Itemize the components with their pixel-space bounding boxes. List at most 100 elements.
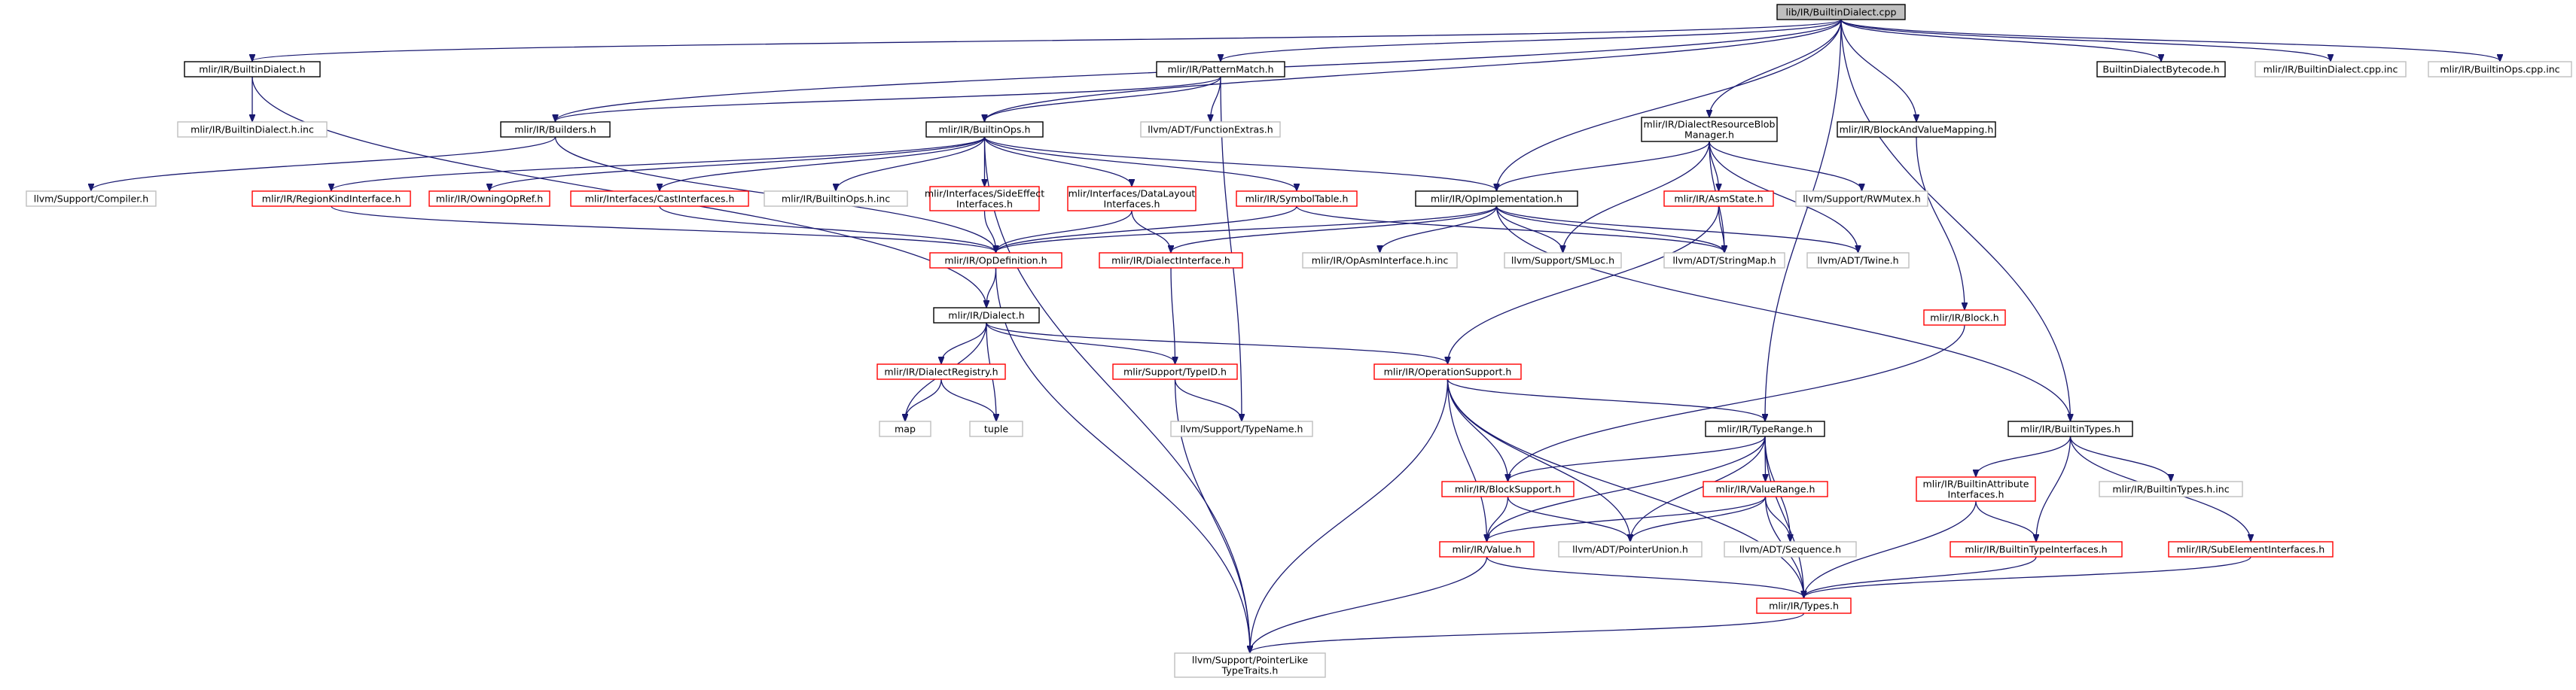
- node-owning_h[interactable]: mlir/IR/OwningOpRef.h: [428, 190, 550, 207]
- node-opsupport_h[interactable]: mlir/IR/OperationSupport.h: [1373, 363, 1522, 380]
- node-subelem_h[interactable]: mlir/IR/SubElementInterfaces.h: [2168, 541, 2334, 558]
- node-opdef_h[interactable]: mlir/IR/OpDefinition.h: [929, 252, 1062, 269]
- node-box-bops_cpp_inc: [2428, 61, 2572, 78]
- node-bops_cpp_inc: mlir/IR/BuiltinOps.cpp.inc: [2428, 61, 2572, 78]
- node-asmstate_h[interactable]: mlir/IR/AsmState.h: [1663, 190, 1774, 207]
- node-box-bd_h_inc: [177, 121, 328, 138]
- node-label-bd_h_inc: mlir/IR/BuiltinDialect.h.inc: [191, 124, 314, 135]
- node-label-opsupport_h: mlir/IR/OperationSupport.h: [1384, 366, 1512, 378]
- node-block_h[interactable]: mlir/IR/Block.h: [1923, 309, 2006, 326]
- edge-opsupport_h-to-ptrlike_h: [1250, 378, 1449, 652]
- node-label-battr_h-line0: mlir/IR/BuiltinAttribute: [1922, 479, 2029, 490]
- node-dreg_h[interactable]: mlir/IR/DialectRegistry.h: [876, 363, 1006, 380]
- edge-bops_h-to-cast_h: [660, 136, 986, 190]
- edge-symtab_h-to-opdef_h: [996, 205, 1297, 252]
- node-pm_h[interactable]: mlir/IR/PatternMatch.h: [1156, 61, 1285, 78]
- node-box-blocksupport_h: [1441, 481, 1575, 497]
- node-root[interactable]: lib/IR/BuiltinDialect.cpp: [1776, 4, 1906, 20]
- edge-root-to-bd_cpp_inc: [1840, 19, 2331, 61]
- node-label-asmstate_h: mlir/IR/AsmState.h: [1674, 193, 1763, 205]
- node-label-ptrlike_h-line0: llvm/Support/PointerLike: [1192, 655, 1309, 666]
- node-bops_h_inc: mlir/IR/BuiltinOps.h.inc: [764, 190, 908, 207]
- node-btiface_h[interactable]: mlir/IR/BuiltinTypeInterfaces.h: [1950, 541, 2123, 558]
- edge-typerange_h-to-ptrunion_h: [1630, 436, 1766, 541]
- edge-bops_h-to-symtab_h: [983, 136, 1297, 190]
- node-value_h[interactable]: mlir/IR/Value.h: [1439, 541, 1535, 558]
- node-label-compiler_h: llvm/Support/Compiler.h: [34, 193, 149, 205]
- node-box-block_h: [1923, 309, 2006, 326]
- node-label-ptrunion_h: llvm/ADT/PointerUnion.h: [1572, 544, 1688, 555]
- edge-dialect_h-to-opsupport_h: [986, 322, 1448, 363]
- node-dialiface_h[interactable]: mlir/IR/DialectInterface.h: [1099, 252, 1243, 269]
- node-label-root: lib/IR/BuiltinDialect.cpp: [1786, 7, 1897, 18]
- node-label-typeid_h: mlir/Support/TypeID.h: [1123, 366, 1227, 378]
- node-smloc_h: llvm/Support/SMLoc.h: [1504, 252, 1622, 269]
- node-strmap_h: llvm/ADT/StringMap.h: [1663, 252, 1785, 269]
- node-box-opasm_inc: [1302, 252, 1458, 269]
- node-typeid_h[interactable]: mlir/Support/TypeID.h: [1112, 363, 1238, 380]
- edge-battr_h-to-btiface_h: [1975, 500, 2036, 541]
- node-label-builders_h: mlir/IR/Builders.h: [514, 124, 596, 135]
- node-box-bops_h: [925, 121, 1044, 138]
- node-blocksupport_h[interactable]: mlir/IR/BlockSupport.h: [1441, 481, 1575, 497]
- node-rki_h[interactable]: mlir/IR/RegionKindInterface.h: [252, 190, 411, 207]
- node-btypes_h[interactable]: mlir/IR/BuiltinTypes.h: [2007, 421, 2133, 437]
- node-symtab_h[interactable]: mlir/IR/SymbolTable.h: [1236, 190, 1358, 207]
- edge-battr_h-to-types_h: [1804, 500, 1977, 597]
- node-compiler_h: llvm/Support/Compiler.h: [26, 190, 157, 207]
- edge-btiface_h-to-types_h: [1804, 556, 2037, 597]
- node-map: map: [879, 421, 931, 437]
- node-bdb_h[interactable]: BuiltinDialectBytecode.h: [2096, 61, 2226, 78]
- edge-drbm_h-to-opimpl_h: [1497, 141, 1710, 190]
- edge-typerange_h-to-value_h: [1487, 436, 1766, 541]
- node-box-types_h: [1756, 597, 1852, 614]
- node-box-dreg_h: [876, 363, 1006, 380]
- node-cast_h[interactable]: mlir/Interfaces/CastInterfaces.h: [570, 190, 749, 207]
- node-box-rwmutex_h: [1795, 190, 1928, 207]
- node-box-typeid_h: [1112, 363, 1238, 380]
- node-bops_h[interactable]: mlir/IR/BuiltinOps.h: [925, 121, 1044, 138]
- edge-bops_h-to-rki_h: [331, 136, 986, 190]
- edge-dialiface_h-to-typeid_h: [1170, 267, 1175, 363]
- edge-types_h-to-ptrlike_h: [1250, 612, 1805, 652]
- node-typerange_h[interactable]: mlir/IR/TypeRange.h: [1705, 421, 1825, 437]
- edge-bops_h-to-bops_h_inc: [836, 136, 986, 190]
- node-label-dl_h-line0: mlir/Interfaces/DataLayout: [1069, 188, 1196, 199]
- edge-opsupport_h-to-value_h: [1447, 378, 1487, 541]
- node-box-compiler_h: [26, 190, 157, 207]
- node-box-root: [1776, 4, 1906, 20]
- edge-root-to-opimpl_h: [1497, 19, 1842, 190]
- node-label-twine_h: llvm/ADT/Twine.h: [1817, 255, 1898, 266]
- edge-dialect_h-to-typeid_h: [986, 322, 1175, 363]
- node-bd_h[interactable]: mlir/IR/BuiltinDialect.h: [184, 61, 321, 78]
- node-box-symtab_h: [1236, 190, 1358, 207]
- node-opimpl_h[interactable]: mlir/IR/OpImplementation.h: [1415, 190, 1578, 207]
- node-label-dl_h-line1: Interfaces.h: [1104, 199, 1160, 210]
- node-box-rki_h: [252, 190, 411, 207]
- node-types_h[interactable]: mlir/IR/Types.h: [1756, 597, 1852, 614]
- edge-typeid_h-to-ptrlike_h: [1174, 378, 1251, 652]
- node-sequence_h: llvm/ADT/Sequence.h: [1724, 541, 1857, 558]
- node-box-func_extras: [1140, 121, 1281, 138]
- edge-root-to-pm_h: [1221, 19, 1842, 61]
- node-btypes_h_inc: mlir/IR/BuiltinTypes.h.inc: [2099, 481, 2243, 497]
- node-valuerange_h[interactable]: mlir/IR/ValueRange.h: [1703, 481, 1828, 497]
- edge-opsupport_h-to-typerange_h: [1447, 378, 1766, 421]
- node-builders_h[interactable]: mlir/IR/Builders.h: [500, 121, 611, 138]
- edge-bops_h-to-dl_h: [983, 136, 1133, 186]
- node-label-dreg_h: mlir/IR/DialectRegistry.h: [884, 366, 998, 378]
- node-typename_h: llvm/Support/TypeName.h: [1170, 421, 1313, 437]
- node-box-builders_h: [500, 121, 611, 138]
- node-dialect_h[interactable]: mlir/IR/Dialect.h: [933, 307, 1040, 324]
- node-bavm_h[interactable]: mlir/IR/BlockAndValueMapping.h: [1837, 121, 1996, 138]
- edge-typerange_h-to-blocksupport_h: [1508, 436, 1766, 481]
- node-box-ptrlike_h: [1174, 652, 1326, 678]
- edge-bops_h-to-owning_h: [489, 136, 986, 190]
- node-box-subelem_h: [2168, 541, 2334, 558]
- node-label-tuple: tuple: [984, 424, 1008, 435]
